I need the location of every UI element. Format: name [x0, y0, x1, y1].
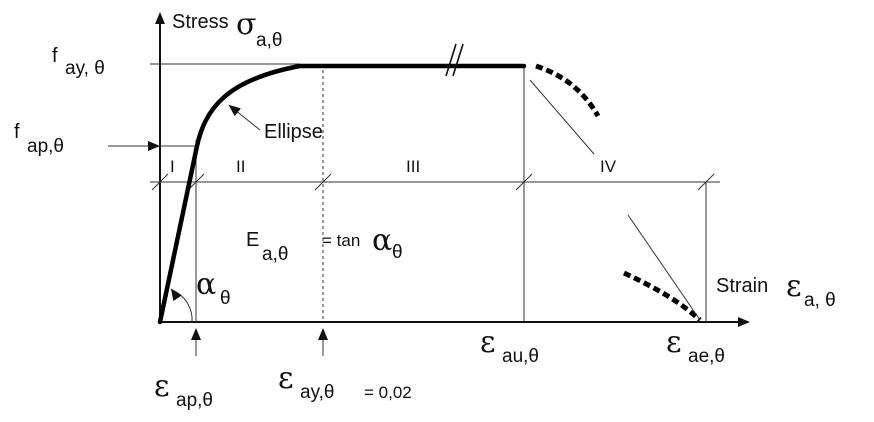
- x-axis-sub: a, θ: [804, 290, 836, 311]
- eau-sub: au,θ: [502, 346, 539, 367]
- eae-symbol: ε: [666, 325, 682, 360]
- eap-sub: ap,θ: [176, 390, 213, 411]
- fap-sub: ap,θ: [27, 136, 64, 157]
- descending-branch-lower: [622, 270, 702, 322]
- modulus-alpha: α: [372, 223, 392, 258]
- stress-strain-curve: [157, 63, 527, 325]
- fay-sub: ay, θ: [65, 58, 105, 79]
- region-label-iii: III: [406, 157, 420, 176]
- descending-branch-upper: [535, 63, 601, 118]
- y-axis-sub: a,θ: [256, 30, 282, 51]
- region-label-ii: II: [236, 157, 245, 176]
- fay-main: f: [52, 45, 58, 67]
- eay-symbol: ε: [278, 361, 294, 396]
- x-axis-word: Strain: [716, 275, 768, 297]
- eay-value: = 0,02: [364, 383, 412, 402]
- modulus-eq: = tan: [322, 231, 360, 250]
- eap-symbol: ε: [154, 369, 170, 404]
- x-axis-symbol: ε: [786, 269, 802, 304]
- leader-lower: [627, 214, 701, 321]
- plateau-break-mark: [445, 43, 464, 77]
- angle-alpha: α: [196, 267, 216, 302]
- modulus-alpha-sub: θ: [392, 242, 403, 263]
- modulus-main: E: [246, 229, 259, 251]
- fap-main: f: [14, 121, 20, 143]
- leader-iv: [529, 79, 595, 155]
- modulus-sub: a,θ: [262, 244, 288, 265]
- eae-sub: ae,θ: [688, 346, 725, 367]
- region-label-i: I: [170, 157, 175, 176]
- angle-alpha-sub: θ: [220, 288, 231, 309]
- ellipse-leader: [228, 104, 261, 131]
- y-axis-word: Stress: [172, 11, 229, 33]
- y-axis-symbol: σ: [236, 7, 256, 42]
- eay-sub: ay,θ: [300, 382, 335, 403]
- region-label-iv: IV: [600, 157, 617, 176]
- eau-symbol: ε: [480, 325, 496, 360]
- angle-arrow: [170, 288, 182, 302]
- ellipse-label: Ellipse: [264, 121, 323, 143]
